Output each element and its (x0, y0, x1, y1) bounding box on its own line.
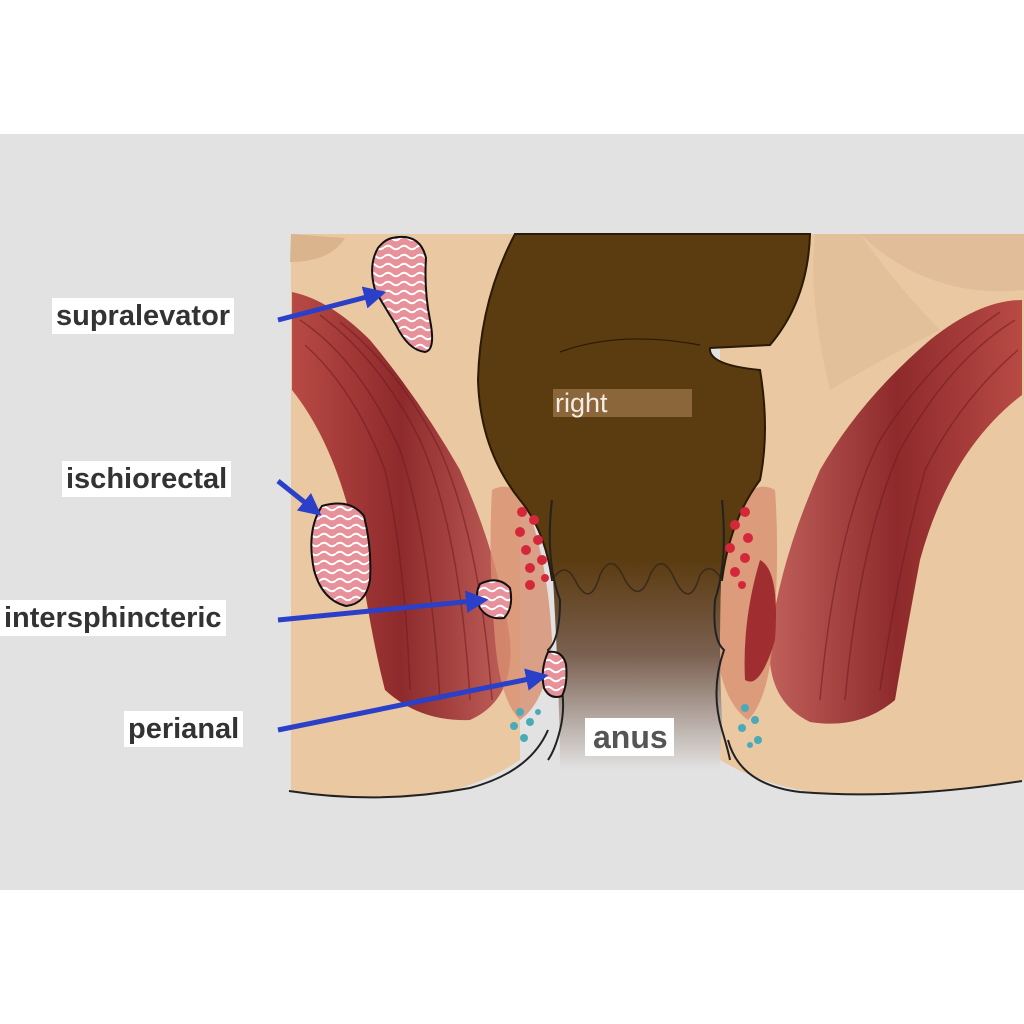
perianal-abscess (541, 650, 568, 698)
supralevator-abscess (371, 236, 434, 354)
perianal-label: perianal (124, 711, 244, 747)
right-side-label: right (553, 389, 692, 417)
ischiorectal-arrow (276, 479, 322, 516)
supralevator-arrow (277, 286, 387, 323)
right-teal-glands (738, 704, 762, 748)
skin-outline-left (288, 729, 549, 799)
anal-canal (552, 560, 722, 770)
left-anal-glands (515, 507, 549, 590)
perianal-arrow (277, 668, 549, 733)
left-internal-sphincter (490, 486, 552, 720)
intersphincteric-arrow (277, 590, 489, 623)
left-levator-muscle (292, 292, 511, 721)
anus-label: anus (585, 718, 674, 756)
intersphincteric-label: intersphincteric (0, 600, 226, 636)
right-levator-muscle (769, 300, 1022, 724)
ischiorectal-abscess (310, 502, 372, 608)
ischiorectal-label: ischiorectal (62, 461, 232, 497)
right-anal-glands (725, 507, 753, 589)
supralevator-label: supralevator (52, 298, 235, 334)
skin-outline-right (727, 739, 1023, 796)
left-teal-glands (510, 708, 541, 742)
